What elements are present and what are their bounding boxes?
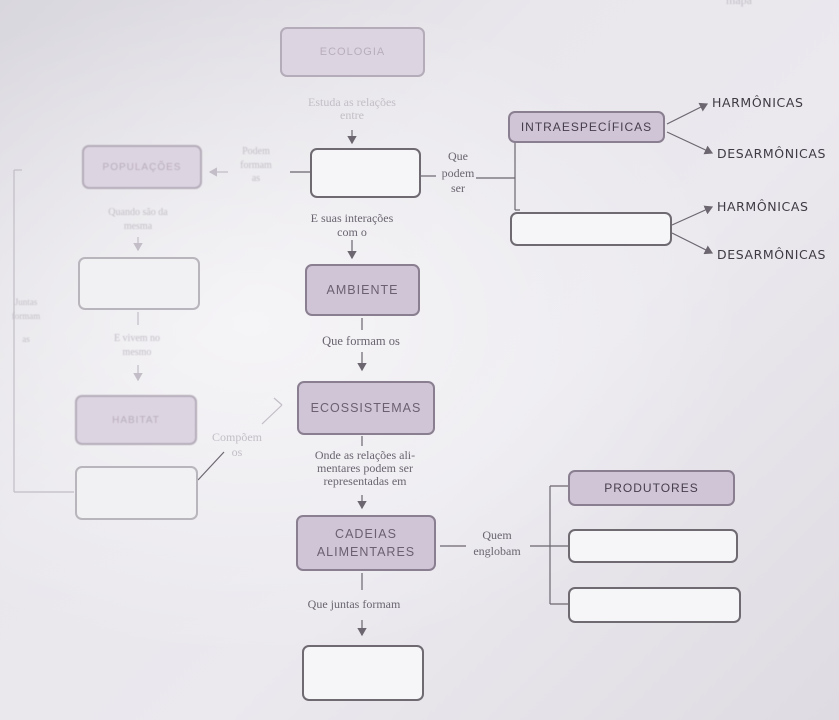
empty-box-consumidores [568,529,738,563]
node-produtores: PRODUTORES [568,470,735,506]
label-juntas-formam-1: Juntas [14,297,38,307]
corner-caption: mapa [726,0,752,7]
label-desarmonicas-intra: DESARMÔNICAS [717,146,827,161]
label-que-formam-os: Que formam os [322,334,400,348]
label-suas-interacoes-2: com o [337,225,367,239]
empty-box-left-2 [75,466,198,520]
label-desarmonicas-inter: DESARMÔNICAS [717,247,827,262]
label-quando-sao-2: mesma [123,221,153,232]
node-ecologia: ECOLOGIA [280,27,425,77]
label-e-vivem-1: E vivem no [113,333,161,344]
label-juntas-formam-3: as [22,334,30,344]
node-ambiente: AMBIENTE [305,264,420,316]
label-quem-2: englobam [473,544,521,558]
empty-box-relations [310,148,421,198]
label-que-podem-ser-2: podem [441,166,475,180]
node-cadeias-alimentares: CADEIAS ALIMENTARES [296,515,436,571]
cadeias-line-1: CADEIAS [335,527,397,541]
label-podem-formam-2: formam [240,160,272,171]
label-onde-1: Onde as relações ali- [314,448,416,462]
label-harmonicas-intra: HARMÔNICAS [712,95,804,110]
label-suas-interacoes-1: E suas interações [310,211,394,225]
node-ecossistemas: ECOSSISTEMAS [297,381,435,435]
label-onde-2: mentares podem ser [317,461,413,475]
empty-box-left-1 [78,257,200,310]
label-juntas-formam-2: formam [11,311,41,321]
label-harmonicas-inter: HARMÔNICAS [717,199,809,214]
empty-box-interespecificas [510,212,672,246]
label-estuda-line2: entre [340,108,364,122]
label-que-podem-ser-3: ser [451,181,465,195]
label-podem-formam-1: Podem [242,146,270,157]
node-intraespecificas: INTRAESPECÍFICAS [508,111,665,143]
label-e-vivem-2: mesmo [122,347,152,358]
label-estuda-line1: Estuda as relações [308,95,396,109]
node-habitat: HABITAT [75,395,197,445]
empty-box-final [302,645,424,701]
node-populacoes: POPULAÇÕES [82,145,202,189]
label-que-podem-ser-1: Que [448,149,468,163]
empty-box-decompositores [568,587,741,623]
label-quando-sao-1: Quando são da [108,207,168,218]
label-quem-1: Quem [482,528,512,542]
label-compoem-2: os [231,445,243,459]
cadeias-line-2: ALIMENTARES [316,545,416,559]
label-que-juntas-formam: Que juntas formam [307,597,401,611]
label-compoem-1: Compõem [212,430,262,444]
label-onde-3: representadas em [323,474,407,488]
label-podem-formam-3: as [251,173,261,184]
